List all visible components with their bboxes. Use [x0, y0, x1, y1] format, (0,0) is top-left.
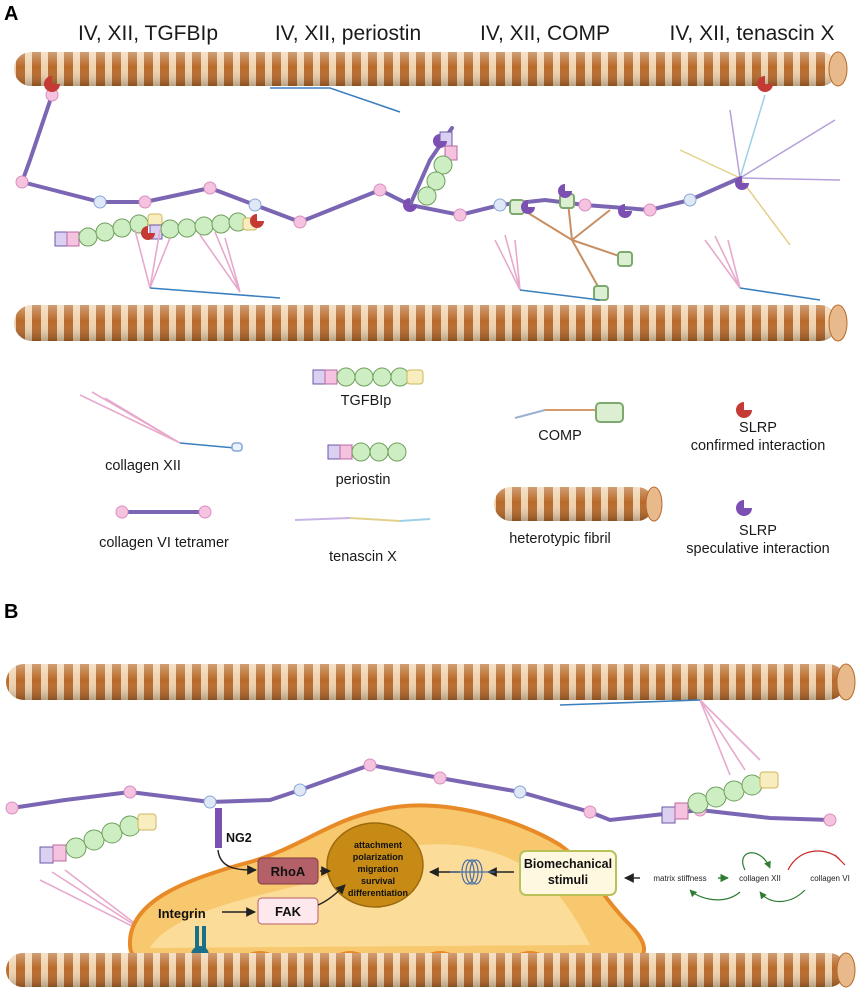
- outcome-polarization: polarization: [353, 852, 404, 862]
- outcome-differentiation: differentiation: [348, 888, 408, 898]
- fak-label: FAK: [275, 904, 302, 919]
- legend-collagen-vi-icon: [115, 505, 212, 519]
- legend-tenascin-x-icon: [294, 517, 431, 522]
- feedback-loop-arrows: [689, 850, 846, 903]
- collagen-xii-feedback-label: collagen XII: [739, 874, 781, 883]
- collagen-vi-feedback-label: collagen VI: [810, 874, 850, 883]
- panel-a-letter: A: [4, 3, 18, 25]
- biomechanical-label-1: Biomechanical: [524, 857, 612, 871]
- periostin-chain-a: [417, 131, 458, 206]
- fibril-bottom-b: [6, 952, 856, 988]
- slrp-markers-a: [44, 76, 773, 240]
- legend-fibril-icon: [494, 486, 663, 522]
- ng2-receptor: [215, 808, 222, 848]
- panel-b-letter: B: [4, 601, 18, 623]
- rhoa-label: RhoA: [271, 864, 306, 879]
- legend-slrp-speculative-2: speculative interaction: [686, 541, 829, 557]
- outcomes-list: attachment polarization migration surviv…: [348, 840, 408, 898]
- legend-comp-icon: [514, 402, 624, 423]
- biomechanical-stimuli-box: Biomechanical stimuli: [519, 850, 617, 896]
- fibril-bottom-a: [14, 304, 848, 342]
- tgfbip-chain-a: [54, 212, 258, 247]
- rhoa-node: RhoA: [257, 857, 319, 885]
- fibril-top-a: [14, 51, 848, 87]
- column-heading-tgfbip: IV, XII, TGFBIp: [78, 22, 218, 45]
- legend-slrp-speculative-1: SLRP: [739, 523, 777, 539]
- matrix-stiffness-label: matrix stiffness: [653, 874, 706, 883]
- legend-tgfbip-icon: [312, 367, 424, 387]
- legend-periostin-icon: [327, 442, 407, 462]
- column-heading-comp: IV, XII, COMP: [480, 22, 610, 45]
- nucleus: [326, 822, 424, 908]
- legend-fibril-label: heterotypic fibril: [509, 531, 611, 547]
- legend-collagen-xii-label: collagen XII: [105, 458, 181, 474]
- legend-collagen-vi-label: collagen VI tetramer: [99, 535, 229, 551]
- ng2-label: NG2: [226, 831, 252, 845]
- fibril-top-b: [6, 663, 856, 701]
- legend-tenascin-x-label: tenascin X: [329, 549, 397, 565]
- mechanosensor-coil: [450, 859, 495, 885]
- tgfbip-chain-b-right: [661, 771, 779, 824]
- legend-periostin-label: periostin: [336, 472, 391, 488]
- tenascin-x-hexabrachion-a: [679, 94, 841, 246]
- legend-comp-label: COMP: [538, 428, 582, 444]
- collagen-xii-fans-a: [134, 87, 821, 301]
- legend-slrp-confirmed-1: SLRP: [739, 420, 777, 436]
- integrin-label: Integrin: [158, 906, 206, 921]
- comp-pentamer-a: [509, 193, 633, 301]
- slrp-confirmed-icon: [736, 402, 752, 418]
- tgfbip-chain-b-left: [39, 813, 157, 864]
- collagen-vi-nodes-a: [15, 88, 697, 229]
- column-heading-periostin: IV, XII, periostin: [275, 22, 421, 45]
- outcome-survival: survival: [361, 876, 395, 886]
- collagen-vi-network-a: [20, 93, 742, 225]
- legend-collagen-xii-icon: [79, 391, 243, 452]
- outcome-attachment: attachment: [354, 840, 402, 850]
- legend-tgfbip-label: TGFBIp: [341, 393, 392, 409]
- biomechanical-label-2: stimuli: [548, 873, 588, 887]
- slrp-speculative-icon: [736, 500, 752, 516]
- outcome-migration: migration: [357, 864, 398, 874]
- fak-node: FAK: [257, 897, 319, 925]
- column-heading-tenascin-x: IV, XII, tenascin X: [670, 22, 835, 45]
- legend-slrp-confirmed-2: confirmed interaction: [691, 438, 826, 454]
